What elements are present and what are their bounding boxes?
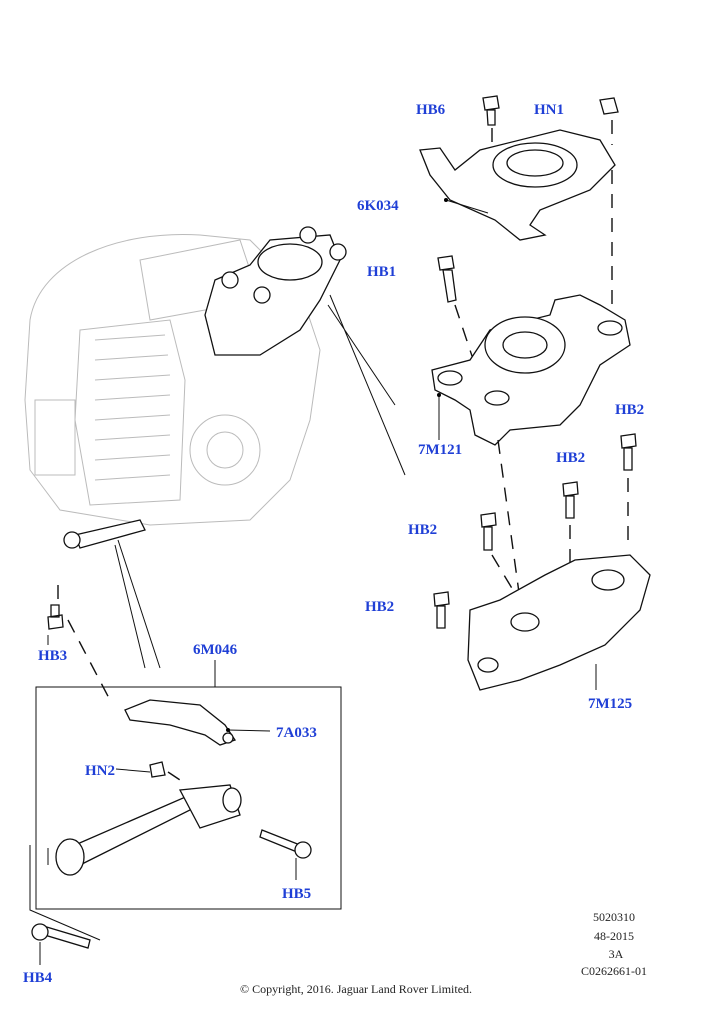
label-hb5: HB5 <box>282 886 311 902</box>
label-hb2: HB2 <box>365 599 394 615</box>
mounted-bracket <box>204 226 347 356</box>
diagram-code: 5020310 <box>593 910 635 924</box>
label-7m125: 7M125 <box>588 696 632 712</box>
label-hb1: HB1 <box>367 264 396 280</box>
label-hb2: HB2 <box>408 522 437 538</box>
copyright: © Copyright, 2016. Jaguar Land Rover Lim… <box>240 982 472 996</box>
diagram-id: C0262661-01 <box>581 964 647 978</box>
label-hn2: HN2 <box>85 763 115 779</box>
transmission-illustration <box>24 233 321 526</box>
bracket-7a033 <box>124 699 237 746</box>
label-hb3: HB3 <box>38 648 67 664</box>
diagram-revision: 3A <box>609 947 624 961</box>
bracket-6k034 <box>419 129 616 241</box>
label-6k034: 6K034 <box>357 198 399 214</box>
mount-7m121 <box>431 294 631 446</box>
label-hn1: HN1 <box>534 102 564 118</box>
label-6m046: 6M046 <box>193 642 238 658</box>
label-hb2: HB2 <box>615 402 644 418</box>
label-7m121: 7M121 <box>418 442 462 458</box>
label-hb4: HB4 <box>23 970 53 986</box>
mount-7m125 <box>467 554 651 691</box>
label-hb6: HB6 <box>416 102 446 118</box>
label-hb2: HB2 <box>556 450 585 466</box>
tie-rod-6m046 <box>55 784 242 876</box>
diagram-date: 48-2015 <box>594 929 634 943</box>
label-7a033: 7A033 <box>276 725 317 741</box>
